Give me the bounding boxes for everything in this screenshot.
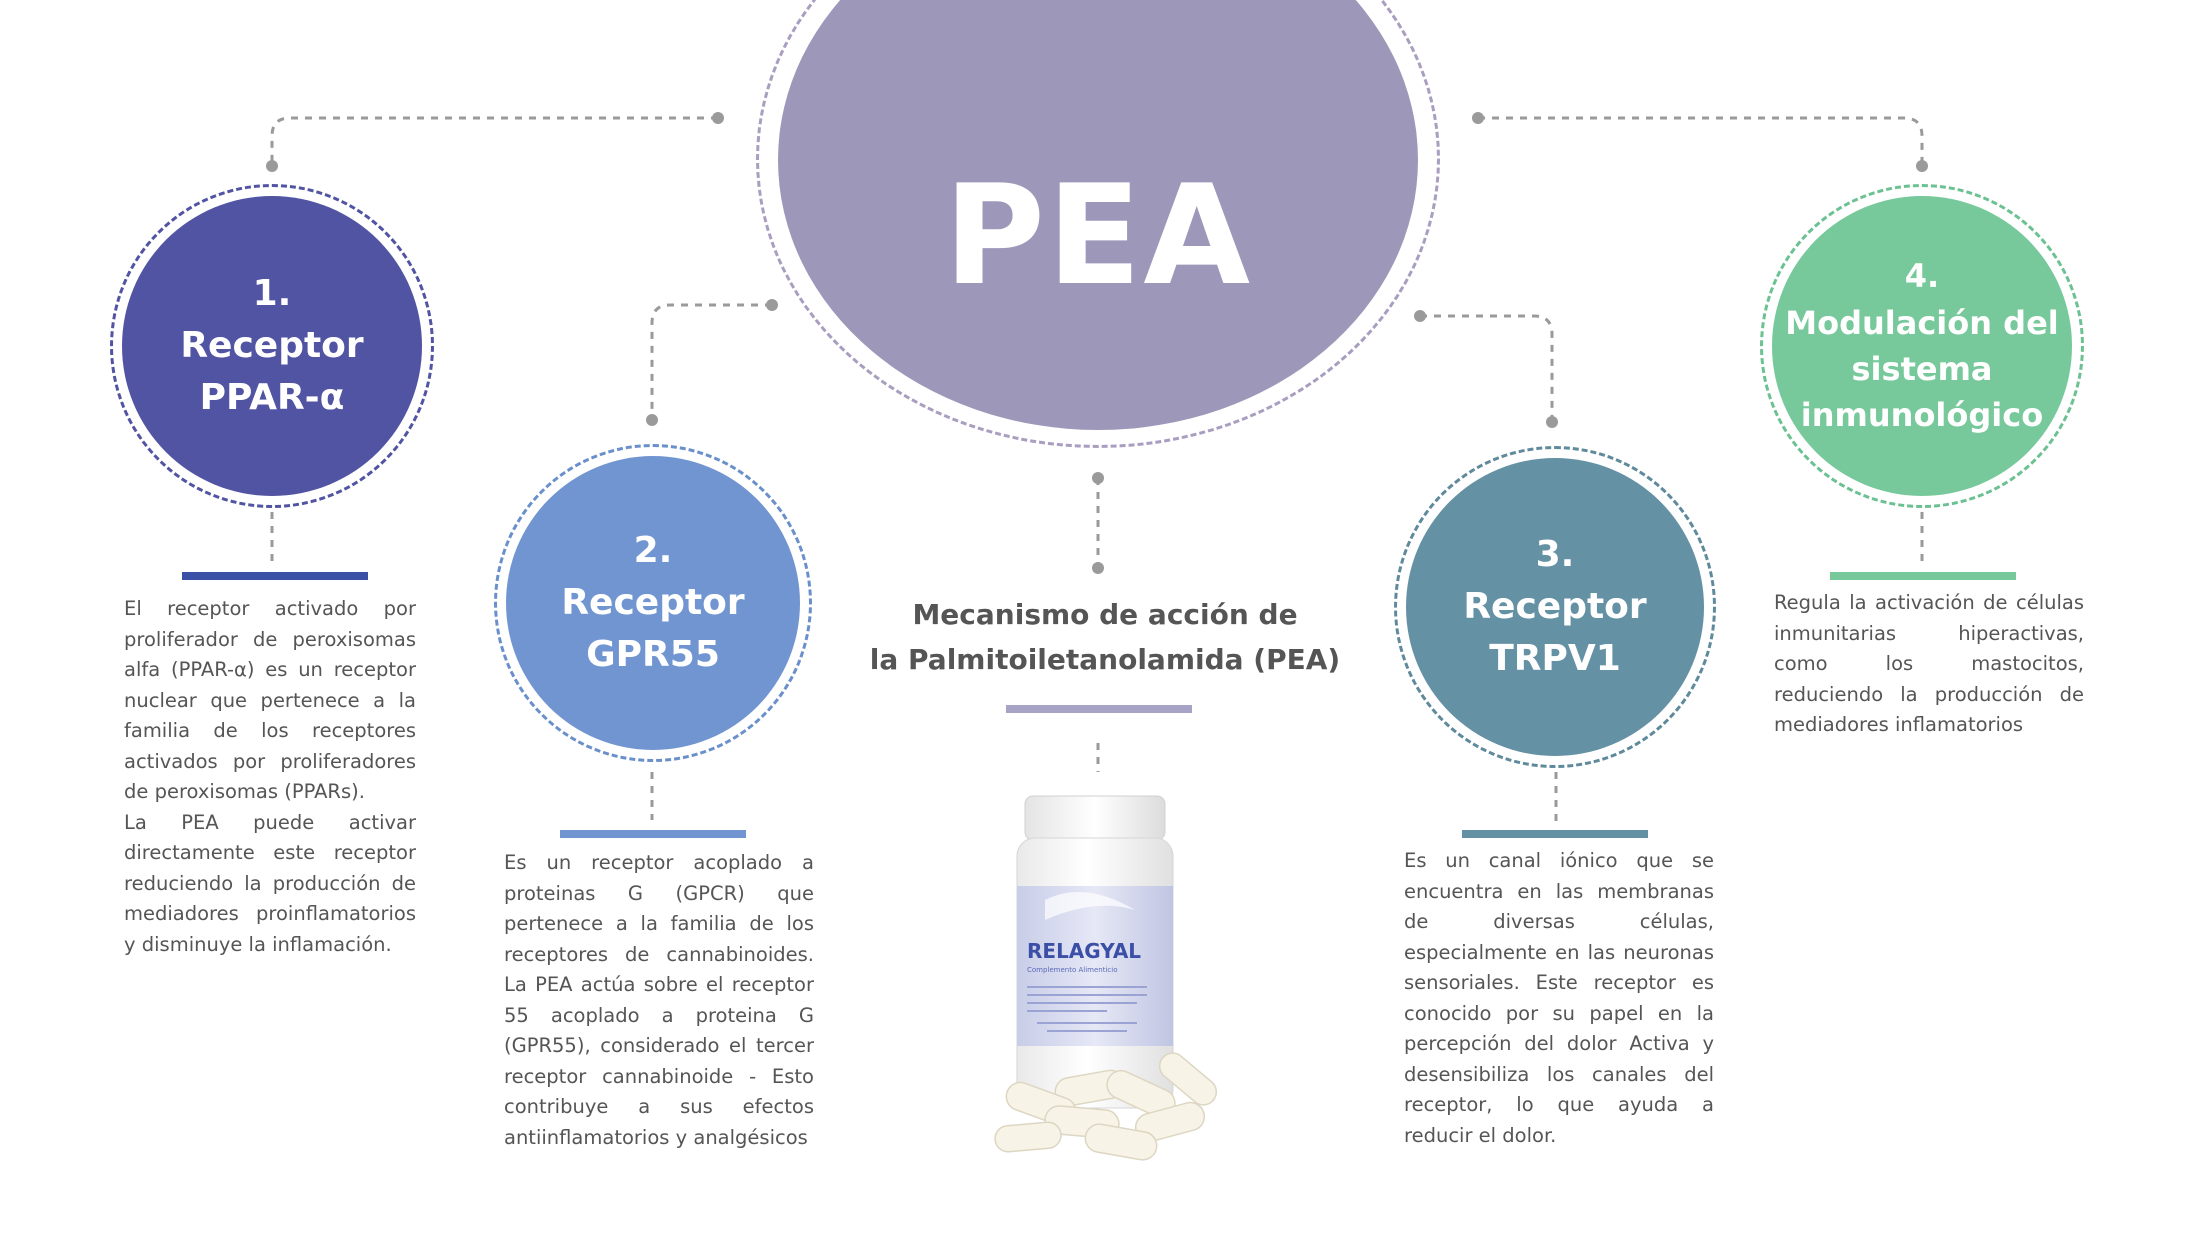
node-1-description-p2: La PEA puede activar directamente este r… (124, 810, 416, 956)
node-2-title-line-2: GPR55 (586, 634, 720, 676)
node-2-ring (494, 444, 812, 762)
product-bottle-image: RELAGYAL Complemento Alimenticio (994, 795, 1218, 1161)
node-1-description: El receptor activado por proliferador de… (124, 594, 416, 960)
node-4-description-p1: Regula la activación de células inmunita… (1774, 591, 2084, 736)
diagram-subtitle-line-1: Mecanismo de acción de (912, 598, 1298, 631)
node-3-description: Es un canal iónico que se encuentra en l… (1404, 846, 1714, 1151)
node-4-bar (1830, 572, 2016, 580)
node-4-title-line-1: Modulación del (1785, 303, 2059, 342)
node-4-description: Regula la activación de células inmunita… (1774, 588, 2084, 741)
product-brand: RELAGYAL (1027, 939, 1141, 963)
node-2-number: 2. (633, 529, 673, 571)
node-2-title-line-1: Receptor (561, 581, 745, 623)
node-3-circle: 3. Receptor TRPV1 (1406, 458, 1704, 756)
node-3-title-line-1: Receptor (1463, 585, 1647, 627)
center-label: PEA (943, 154, 1253, 316)
node-3-title-line-2: TRPV1 (1489, 638, 1621, 680)
product-subtitle: Complemento Alimenticio (1027, 966, 1118, 974)
node-1-bar (182, 572, 368, 580)
node-1-title-line-2: PPAR-α (199, 377, 345, 419)
node-4-title-line-3: inmunológico (1800, 396, 2044, 435)
node-1-ring (110, 184, 434, 508)
node-1-circle: 1. Receptor PPAR-α (122, 196, 422, 496)
node-4-circle: 4. Modulación del sistema inmunológico (1772, 196, 2072, 496)
node-1-title-line-1: Receptor (180, 324, 364, 366)
subtitle-bar (1006, 705, 1192, 713)
node-4-ring (1760, 184, 2084, 508)
node-3-ring (1394, 446, 1716, 768)
node-3-bar (1462, 830, 1648, 838)
node-2-circle: 2. Receptor GPR55 (506, 456, 800, 750)
node-2-bar (560, 830, 746, 838)
node-1-number: 1. (252, 272, 292, 314)
diagram-subtitle-line-2: la Palmitoiletanolamida (PEA) (869, 643, 1341, 676)
center-circle: PEA (778, 0, 1418, 430)
node-2-description-p1: Es un receptor acoplado a proteinas G (G… (504, 851, 814, 1149)
node-4-title-line-2: sistema (1851, 350, 1993, 388)
diagram-subtitle: Mecanismo de acción de la Palmitoiletano… (840, 592, 1370, 682)
node-1-description-p1: El receptor activado por proliferador de… (124, 597, 416, 803)
node-4-number: 4. (1904, 257, 1940, 296)
node-3-description-p1: Es un canal iónico que se encuentra en l… (1404, 849, 1714, 1147)
node-3-number: 3. (1535, 533, 1575, 575)
node-2-description: Es un receptor acoplado a proteinas G (G… (504, 848, 814, 1153)
